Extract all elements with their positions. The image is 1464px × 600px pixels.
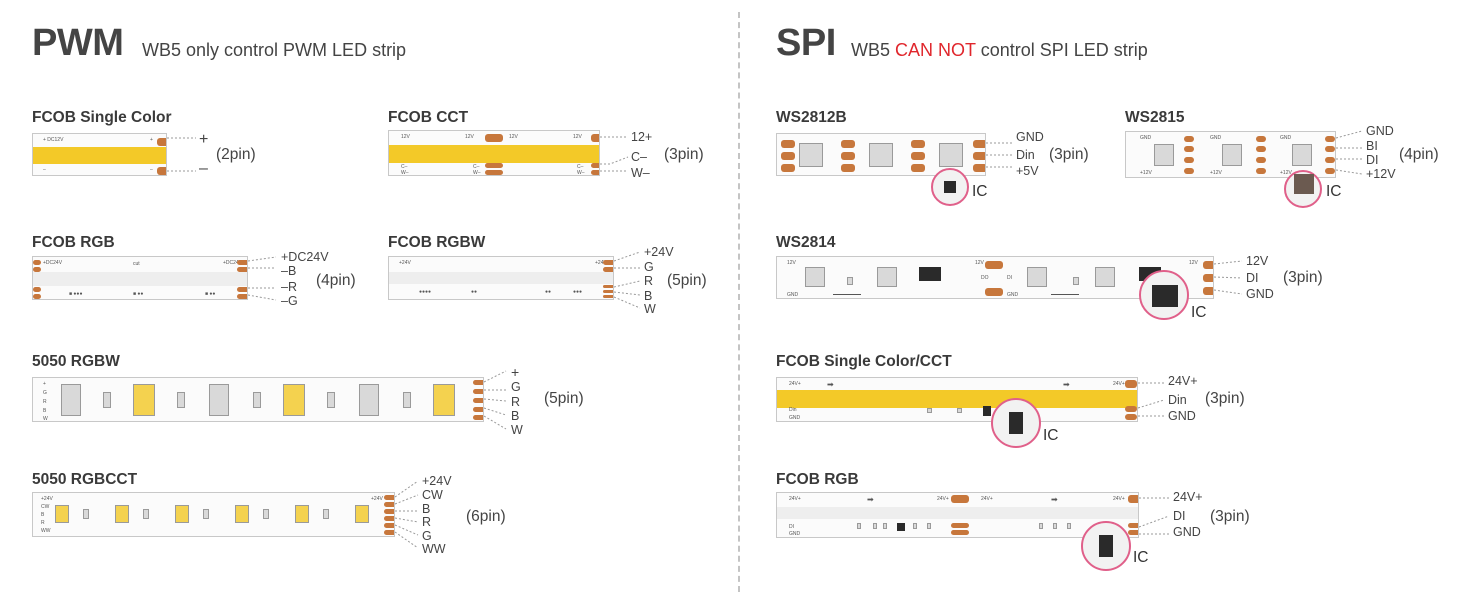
strip-5050-rgbw: + G R B W: [32, 377, 484, 422]
pin-label: +12V: [1366, 167, 1396, 181]
ic-zoom-circle: [991, 398, 1041, 448]
pin-count: (3pin): [1210, 508, 1250, 525]
pin-label: –B: [281, 264, 297, 278]
ic-zoom-circle: [1081, 521, 1131, 571]
pin-label: –: [199, 160, 208, 177]
pin-label: GND: [1366, 124, 1394, 138]
pin-label: R: [644, 274, 654, 288]
pin-label: C–: [631, 150, 647, 164]
strip-5050-rgbcct: +24V CW B R WW +24V: [32, 492, 395, 537]
pin-label: DI: [1366, 153, 1379, 167]
cannot-warning: CAN NOT: [895, 40, 976, 60]
pin-label: W: [511, 423, 523, 437]
pin-count: (3pin): [1205, 390, 1245, 407]
pin-count: (2pin): [216, 146, 256, 163]
pin-label: DI: [1173, 509, 1186, 523]
pin-label: G: [511, 380, 521, 394]
pin-label: B: [511, 409, 520, 423]
pin-label: R: [422, 515, 432, 529]
ic-label: IC: [1043, 427, 1059, 444]
pin-label: G: [422, 529, 432, 543]
strip-title-fcob-single-color-cct: FCOB Single Color/CCT: [776, 353, 952, 370]
strip-fcob-single-color-cct: 24V+ 24V+ Din GND ➡ ➡: [776, 377, 1138, 422]
strip-title-fcob-single-color: FCOB Single Color: [32, 109, 172, 126]
strip-fcob-rgb: +DC24V +DC24V cut ■ ●●● ■ ●● ■ ●●: [32, 256, 248, 300]
pin-count: (5pin): [667, 272, 707, 289]
pin-label: DI: [1246, 271, 1259, 285]
spi-heading: SPI: [776, 22, 836, 64]
strip-title-fcob-rgb-spi: FCOB RGB: [776, 471, 859, 488]
strip-ws2812b: [776, 133, 986, 176]
ic-zoom-circle: [1284, 170, 1322, 208]
pin-label: W–: [631, 166, 650, 180]
pin-count: (5pin): [544, 390, 584, 407]
pin-label: BI: [1366, 139, 1378, 153]
pin-label: –G: [281, 294, 298, 308]
pin-label: R: [511, 395, 521, 409]
strip-fcob-cct: 12V 12V 12V 12V C– W– C– W– C– W–: [388, 130, 600, 176]
pin-label: +: [199, 131, 209, 148]
pin-label: +24V: [644, 245, 674, 259]
strip-title-5050-rgbcct: 5050 RGBCCT: [32, 471, 138, 488]
pin-label: GND: [1168, 409, 1196, 423]
pin-count: (3pin): [1049, 146, 1089, 163]
pin-label: WW: [422, 542, 446, 556]
pin-label: GND: [1173, 525, 1201, 539]
strip-title-fcob-rgb: FCOB RGB: [32, 234, 115, 251]
section-divider: [738, 12, 740, 592]
strip-title-ws2815: WS2815: [1125, 109, 1185, 126]
pin-count: (4pin): [316, 272, 356, 289]
pin-label: W: [644, 302, 656, 316]
pin-label: 12V: [1246, 254, 1269, 268]
pin-label: Din: [1016, 148, 1035, 162]
ic-label: IC: [1191, 304, 1207, 321]
pin-label: +24V: [422, 474, 452, 488]
strip-fcob-single-color: + DC12V – + –: [32, 133, 167, 176]
pin-label: CW: [422, 488, 443, 502]
pin-count: (6pin): [466, 508, 506, 525]
pin-label: G: [644, 260, 654, 274]
spi-subtitle: WB5 CAN NOT control SPI LED strip: [851, 40, 1148, 60]
pin-label: +5V: [1016, 164, 1039, 178]
ic-label: IC: [1133, 549, 1149, 566]
pin-count: (3pin): [664, 146, 704, 163]
strip-title-fcob-cct: FCOB CCT: [388, 109, 469, 126]
pin-label: B: [422, 502, 431, 516]
pin-label: 24V+: [1173, 490, 1203, 504]
pin-label: B: [644, 289, 653, 303]
ic-label: IC: [972, 183, 988, 200]
pin-label: +DC24V: [281, 250, 329, 264]
strip-title-ws2812b: WS2812B: [776, 109, 847, 126]
strip-fcob-rgbw: +24V +24V ●●●● ●● ●● ●●●: [388, 256, 614, 300]
pin-count: (4pin): [1399, 146, 1439, 163]
strip-title-fcob-rgbw: FCOB RGBW: [388, 234, 486, 251]
pin-label: 12+: [631, 130, 653, 144]
pin-count: (3pin): [1283, 269, 1323, 286]
pin-label: Din: [1168, 393, 1187, 407]
pwm-subtitle: WB5 only control PWM LED strip: [142, 40, 407, 60]
pin-label: GND: [1246, 287, 1274, 301]
pwm-heading: PWM: [32, 22, 124, 64]
strip-fcob-rgb-spi: 24V+ 24V+ 24V+ 24V+ DI GND ➡ ➡: [776, 492, 1139, 538]
pin-label: +: [511, 364, 520, 380]
ic-zoom-circle: [931, 168, 969, 206]
pin-label: GND: [1016, 130, 1044, 144]
pin-label: 24V+: [1168, 374, 1198, 388]
ic-label: IC: [1326, 183, 1342, 200]
ic-zoom-circle: [1139, 270, 1189, 320]
strip-title-5050-rgbw: 5050 RGBW: [32, 353, 120, 370]
pin-label: –R: [281, 280, 297, 294]
strip-title-ws2814: WS2814: [776, 234, 836, 251]
